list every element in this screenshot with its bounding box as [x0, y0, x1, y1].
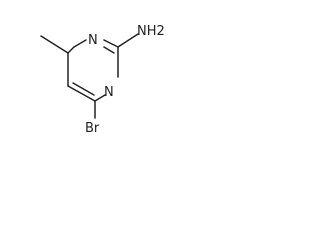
- bond-amino: [117, 33, 139, 48]
- bond-n3-c2-inner: [103, 46, 115, 54]
- bromine-label: Br: [85, 121, 100, 136]
- bond-c4-c5-corner: [67, 46, 75, 54]
- bond-n1-c6: [94, 94, 106, 102]
- bond-n3-c2: [103, 39, 119, 48]
- chemical-structure: N N NH2 Br: [40, 24, 165, 136]
- bond-c6-c5: [67, 85, 96, 102]
- ring-nitrogen-lower-label: N: [104, 85, 114, 100]
- bond-c4-n3: [73, 39, 87, 48]
- ring-nitrogen-upper-label: N: [88, 33, 98, 48]
- bond-methyl: [40, 35, 69, 54]
- bond-c6-c5-inner: [72, 82, 95, 96]
- amino-group-label: NH2: [137, 24, 165, 39]
